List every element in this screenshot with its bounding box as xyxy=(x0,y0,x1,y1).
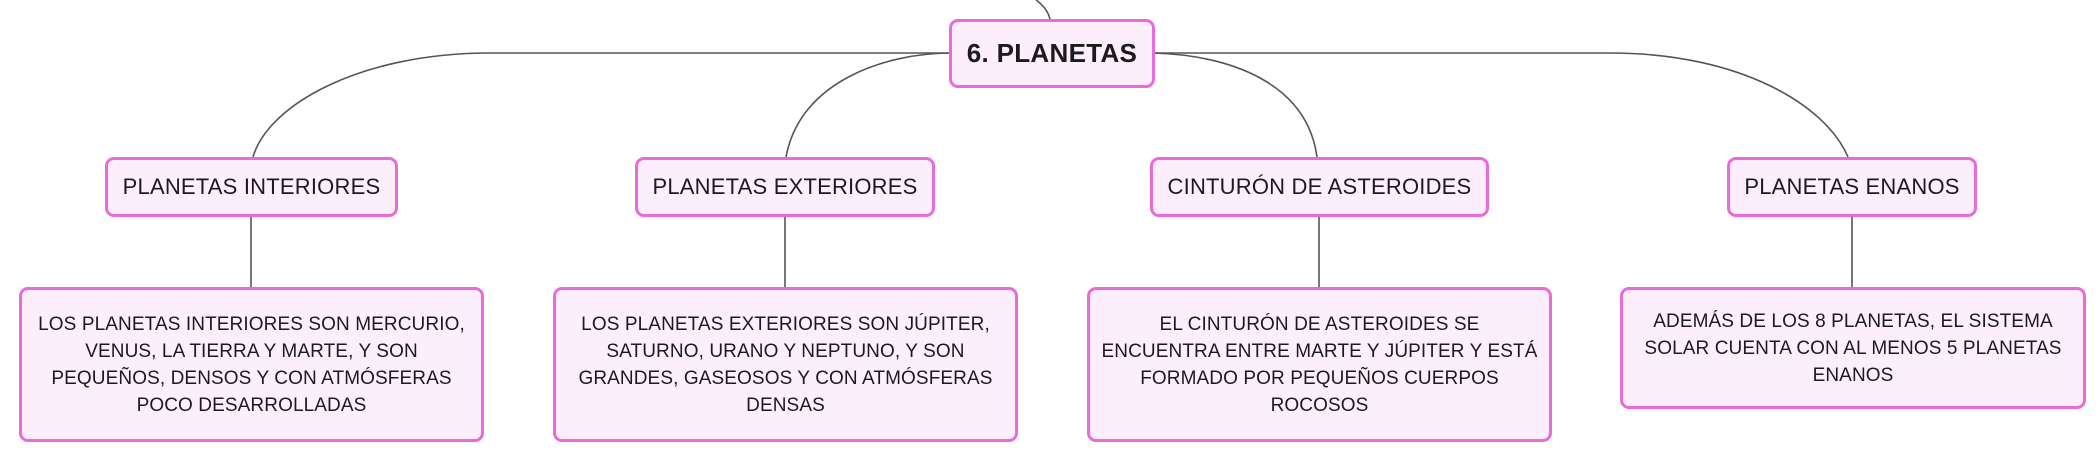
branch-node-planetas-interiores[interactable]: PLANETAS INTERIORES xyxy=(105,157,398,217)
detail-node-planetas-enanos[interactable]: ADEMÁS DE LOS 8 PLANETAS, EL SISTEMA SOL… xyxy=(1620,287,2086,409)
root-topic-node[interactable]: 6. PLANETAS xyxy=(949,19,1155,88)
edge-root-to-exteriores xyxy=(785,52,952,158)
detail-text: EL CINTURÓN DE ASTEROIDES SE ENCUENTRA E… xyxy=(1101,313,1538,416)
branch-label: CINTURÓN DE ASTEROIDES xyxy=(1167,174,1472,199)
branch-node-planetas-exteriores[interactable]: PLANETAS EXTERIORES xyxy=(635,157,935,217)
detail-node-planetas-exteriores[interactable]: LOS PLANETAS EXTERIORES SON JÚPITER, SAT… xyxy=(553,287,1018,442)
branch-label: PLANETAS ENANOS xyxy=(1744,174,1960,199)
edge-parent-to-root xyxy=(1035,0,1051,20)
branch-node-cinturon-de-asteroides[interactable]: CINTURÓN DE ASTEROIDES xyxy=(1150,157,1489,217)
branch-node-planetas-enanos[interactable]: PLANETAS ENANOS xyxy=(1727,157,1977,217)
detail-text: LOS PLANETAS INTERIORES SON MERCURIO, VE… xyxy=(38,313,465,416)
branch-label: PLANETAS INTERIORES xyxy=(122,174,381,199)
edge-root-to-enanos xyxy=(1153,52,1849,158)
detail-node-planetas-interiores[interactable]: LOS PLANETAS INTERIORES SON MERCURIO, VE… xyxy=(19,287,484,442)
detail-node-cinturon-de-asteroides[interactable]: EL CINTURÓN DE ASTEROIDES SE ENCUENTRA E… xyxy=(1087,287,1552,442)
edge-root-to-interiores xyxy=(252,52,951,158)
detail-text: ADEMÁS DE LOS 8 PLANETAS, EL SISTEMA SOL… xyxy=(1644,310,2062,386)
root-topic-label: 6. PLANETAS xyxy=(966,38,1138,68)
branch-label: PLANETAS EXTERIORES xyxy=(652,174,918,199)
edge-root-to-cinturon xyxy=(1152,52,1318,158)
detail-text: LOS PLANETAS EXTERIORES SON JÚPITER, SAT… xyxy=(578,313,993,416)
